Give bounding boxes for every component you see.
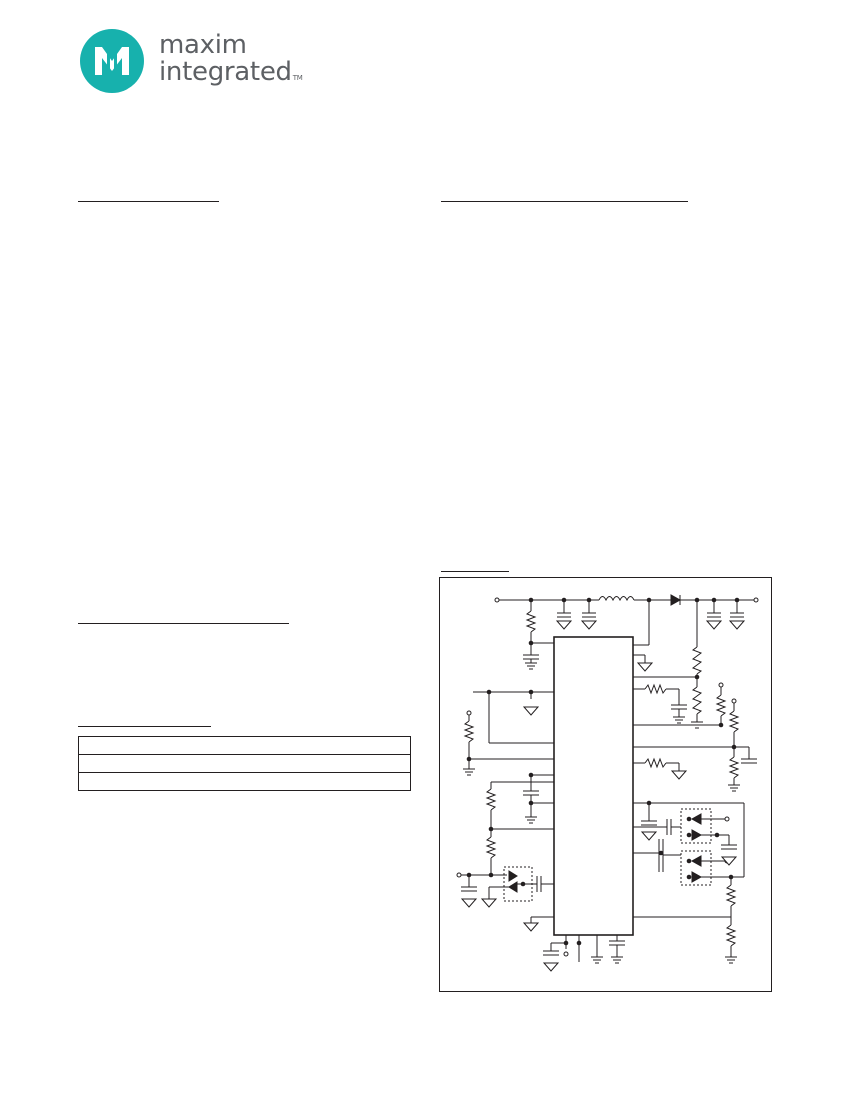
- typical-operating-circuit: [439, 577, 772, 992]
- section-rule-left-1: [78, 201, 219, 202]
- table-cell: [78, 736, 411, 755]
- section-rule-left-3: [78, 726, 211, 727]
- section-rule-right-1: [441, 201, 688, 202]
- table-cell: [78, 754, 411, 773]
- maxim-integrated-logo: maxim integratedTM: [79, 28, 319, 96]
- table-row: [78, 754, 411, 773]
- table-cell: [78, 772, 411, 791]
- trademark-mark: TM: [292, 74, 303, 82]
- brand-name-line1: maxim: [159, 30, 247, 60]
- maxim-logo-icon: [80, 29, 144, 93]
- table-row: [78, 772, 411, 791]
- ordering-table: [78, 736, 411, 791]
- section-rule-left-2: [78, 623, 289, 624]
- brand-name-line2: integrated: [159, 57, 292, 87]
- brand-wordmark: maxim integratedTM: [159, 30, 303, 92]
- table-row: [78, 736, 411, 755]
- section-rule-right-2: [441, 571, 509, 572]
- ic-block: [553, 636, 634, 936]
